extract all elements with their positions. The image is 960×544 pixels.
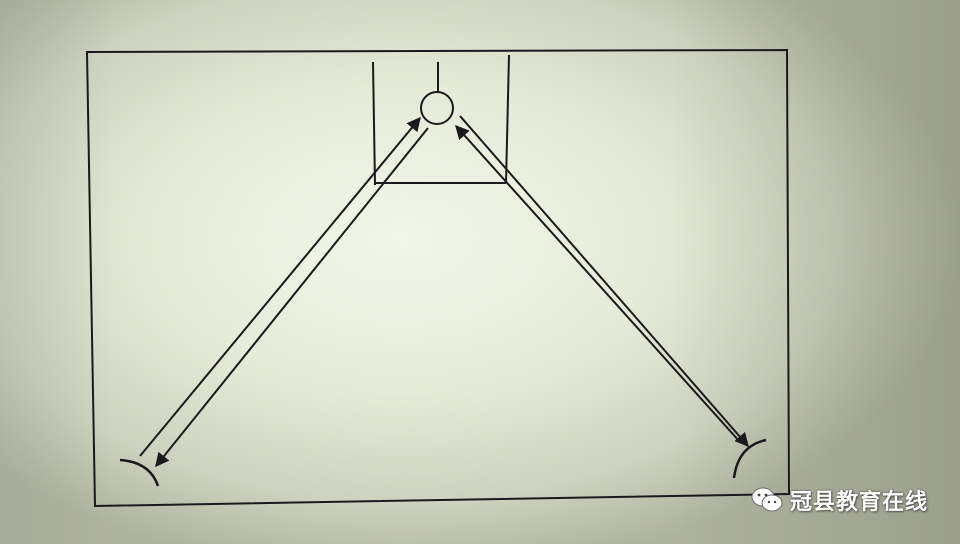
- goal-box: [372, 54, 510, 186]
- left-arrow-to-circle: [139, 116, 421, 457]
- left-arrow-to-player: [155, 127, 429, 468]
- wechat-icon: [751, 487, 783, 512]
- watermark: 冠县教育在线: [750, 484, 928, 516]
- right-passing-lane: [455, 115, 749, 448]
- right-arrow-to-circle: [455, 124, 741, 443]
- target-circle: [420, 91, 454, 125]
- left-passing-lane: [139, 116, 429, 468]
- right-arrow-to-player: [459, 115, 749, 448]
- watermark-text: 冠县教育在线: [789, 490, 928, 515]
- left-player-mark: [119, 458, 160, 487]
- right-player-mark: [732, 438, 767, 479]
- field-boundary: [85, 48, 791, 508]
